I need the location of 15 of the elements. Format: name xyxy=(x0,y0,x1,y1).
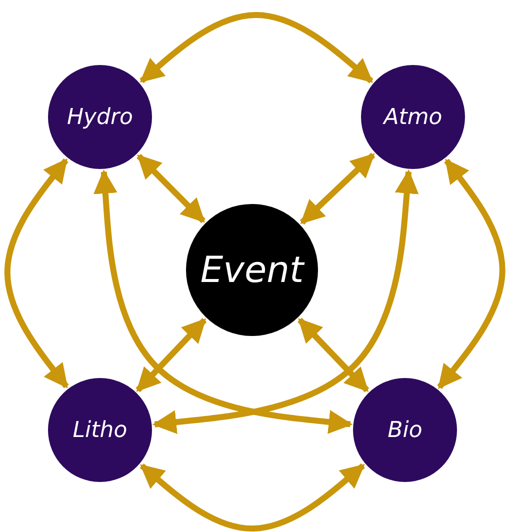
double-arrow xyxy=(152,169,419,434)
double-arrow xyxy=(136,154,206,224)
double-arrow xyxy=(136,318,207,392)
double-arrow xyxy=(437,158,506,390)
node-label: Bio xyxy=(388,418,422,442)
node-label: Litho xyxy=(72,418,128,442)
double-arrow xyxy=(300,152,376,225)
double-arrow xyxy=(298,318,370,392)
double-arrow xyxy=(93,169,353,434)
node-label: Hydro xyxy=(66,104,134,130)
node-label: Event xyxy=(200,250,304,290)
node-label: Atmo xyxy=(384,104,442,130)
double-arrow xyxy=(140,12,374,84)
double-arrow xyxy=(140,463,366,532)
double-arrow xyxy=(4,158,69,388)
